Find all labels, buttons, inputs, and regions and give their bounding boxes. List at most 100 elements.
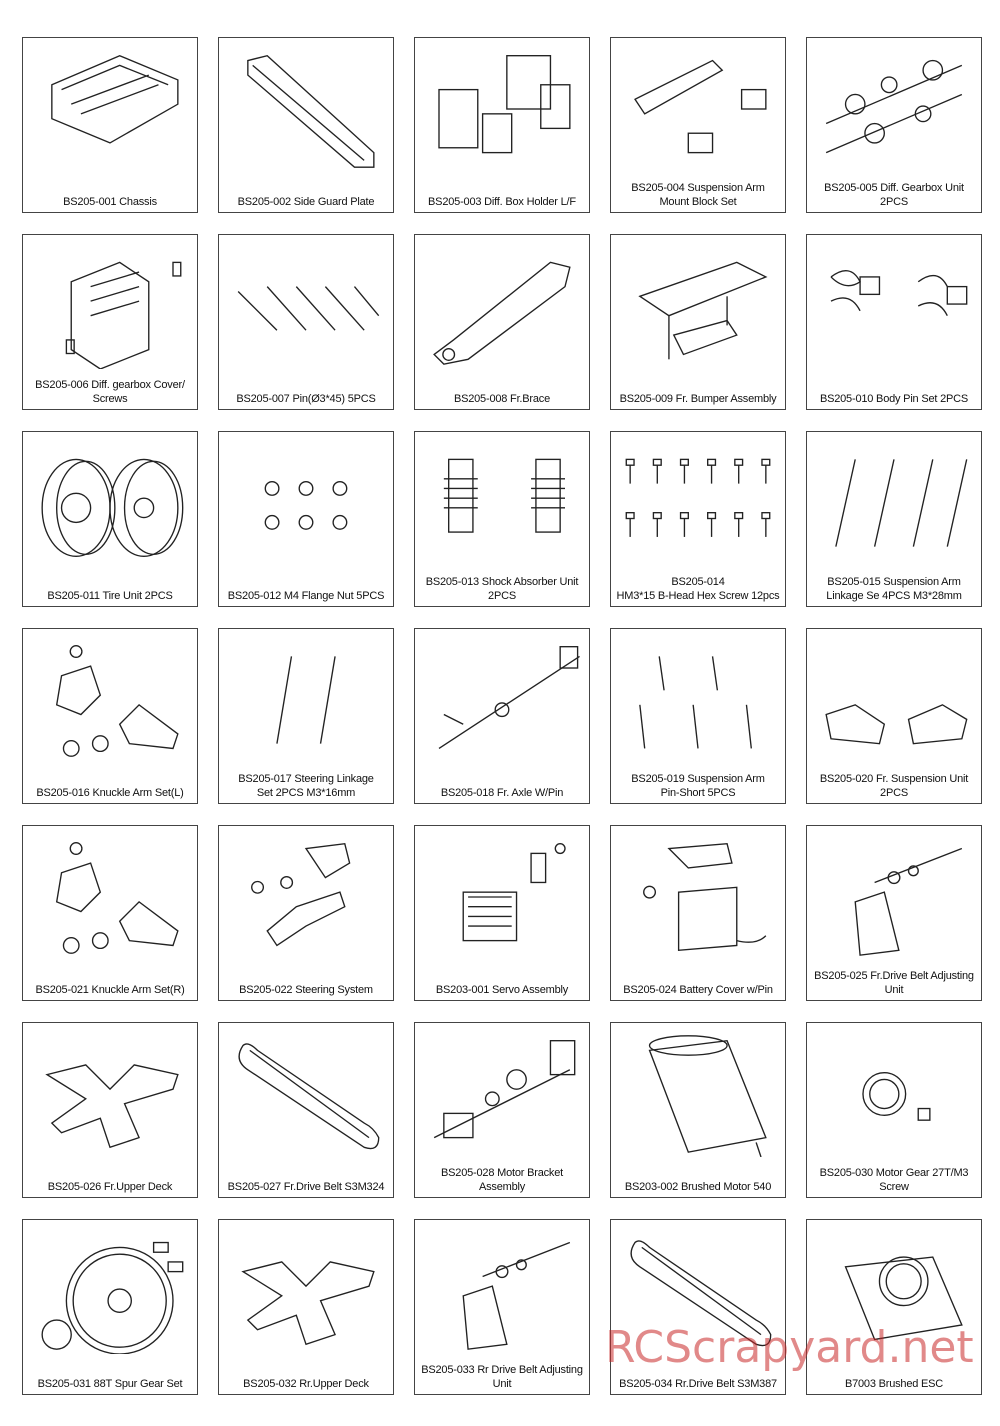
- esc-icon: [815, 1228, 973, 1354]
- part-cell: BS205-014 HM3*15 B-Head Hex Screw 12pcs: [610, 431, 786, 607]
- part-cell: BS205-018 Fr. Axle W/Pin: [414, 628, 590, 804]
- linkage-icon: [815, 440, 973, 566]
- part-caption: BS205-031 88T Spur Gear Set: [37, 1378, 183, 1390]
- part-caption: BS205-021 Knuckle Arm Set(R): [35, 984, 185, 996]
- battery-cover-icon: [619, 834, 777, 960]
- chassis-icon: [31, 46, 189, 172]
- part-cell: BS205-032 Rr.Upper Deck: [218, 1219, 394, 1395]
- part-cell: BS205-034 Rr.Drive Belt S3M387: [610, 1219, 786, 1395]
- part-caption: BS203-001 Servo Assembly: [435, 984, 569, 996]
- part-cell: BS203-002 Brushed Motor 540: [610, 1022, 786, 1198]
- part-cell: BS205-025 Fr.Drive Belt Adjusting Unit: [806, 825, 982, 1001]
- knuckle-arm-icon: [31, 637, 189, 763]
- part-cell: BS205-017 Steering Linkage Set 2PCS M3*1…: [218, 628, 394, 804]
- part-caption: BS205-024 Battery Cover w/Pin: [623, 984, 773, 996]
- part-caption: BS205-030 Motor Gear 27T/M3 Screw: [819, 1167, 969, 1193]
- part-cell: BS205-026 Fr.Upper Deck: [22, 1022, 198, 1198]
- part-cell: BS205-011 Tire Unit 2PCS: [22, 431, 198, 607]
- part-cell: BS205-022 Steering System: [218, 825, 394, 1001]
- part-cell: BS205-033 Rr Drive Belt Adjusting Unit: [414, 1219, 590, 1395]
- part-cell: BS205-006 Diff. gearbox Cover/ Screws: [22, 234, 198, 410]
- part-caption: BS205-022 Steering System: [239, 984, 373, 996]
- brace-icon: [423, 243, 581, 369]
- part-cell: BS205-012 M4 Flange Nut 5PCS: [218, 431, 394, 607]
- suspension-unit-icon: [815, 637, 973, 763]
- part-caption: BS205-020 Fr. Suspension Unit 2PCS: [819, 773, 969, 799]
- shock-absorber-icon: [423, 440, 581, 566]
- diff-box-holder-icon: [423, 46, 581, 172]
- part-cell: BS203-001 Servo Assembly: [414, 825, 590, 1001]
- part-cell: BS205-020 Fr. Suspension Unit 2PCS: [806, 628, 982, 804]
- part-cell: BS205-004 Suspension Arm Mount Block Set: [610, 37, 786, 213]
- part-caption: BS205-032 Rr.Upper Deck: [243, 1378, 369, 1390]
- steering-system-icon: [227, 834, 385, 960]
- tire-icon: [31, 440, 189, 566]
- part-cell: BS205-002 Side Guard Plate: [218, 37, 394, 213]
- part-caption: BS205-016 Knuckle Arm Set(L): [36, 787, 184, 799]
- part-caption: BS205-010 Body Pin Set 2PCS: [819, 393, 969, 405]
- upper-deck-icon: [31, 1031, 189, 1157]
- part-caption: BS205-006 Diff. gearbox Cover/ Screws: [35, 379, 185, 405]
- diff-gearbox-icon: [815, 46, 973, 172]
- part-cell: BS205-028 Motor Bracket Assembly: [414, 1022, 590, 1198]
- part-caption: BS205-033 Rr Drive Belt Adjusting Unit: [421, 1364, 583, 1390]
- part-caption: BS205-012 M4 Flange Nut 5PCS: [227, 590, 385, 602]
- drive-belt-icon: [619, 1228, 777, 1354]
- knuckle-arm-icon: [31, 834, 189, 960]
- part-cell: BS205-031 88T Spur Gear Set: [22, 1219, 198, 1395]
- motor-bracket-icon: [423, 1031, 581, 1157]
- part-caption: BS205-026 Fr.Upper Deck: [47, 1181, 173, 1193]
- steering-linkage-icon: [227, 637, 385, 763]
- part-cell: BS205-019 Suspension Arm Pin-Short 5PCS: [610, 628, 786, 804]
- part-cell: BS205-007 Pin(Ø3*45) 5PCS: [218, 234, 394, 410]
- part-cell: BS205-013 Shock Absorber Unit 2PCS: [414, 431, 590, 607]
- part-cell: BS205-005 Diff. Gearbox Unit 2PCS: [806, 37, 982, 213]
- part-cell: BS205-009 Fr. Bumper Assembly: [610, 234, 786, 410]
- axle-icon: [423, 637, 581, 763]
- spur-gear-icon: [31, 1228, 189, 1354]
- bumper-icon: [619, 243, 777, 369]
- part-caption: BS205-002 Side Guard Plate: [237, 196, 375, 208]
- part-caption: BS205-014 HM3*15 B-Head Hex Screw 12pcs: [616, 576, 780, 602]
- part-caption: BS205-018 Fr. Axle W/Pin: [440, 787, 564, 799]
- part-caption: BS205-025 Fr.Drive Belt Adjusting Unit: [814, 970, 974, 996]
- part-caption: BS205-034 Rr.Drive Belt S3M387: [619, 1378, 777, 1390]
- mount-block-icon: [619, 46, 777, 172]
- body-pin-icon: [815, 243, 973, 369]
- part-cell: B7003 Brushed ESC: [806, 1219, 982, 1395]
- part-caption: BS205-011 Tire Unit 2PCS: [47, 590, 173, 602]
- part-caption: BS205-019 Suspension Arm Pin-Short 5PCS: [631, 773, 765, 799]
- parts-grid: BS205-001 Chassis BS205-002 Side Guard Pl…: [22, 37, 982, 1395]
- part-caption: B7003 Brushed ESC: [844, 1378, 944, 1390]
- part-cell: BS205-010 Body Pin Set 2PCS: [806, 234, 982, 410]
- motor-gear-icon: [815, 1031, 973, 1157]
- part-caption: BS205-013 Shock Absorber Unit 2PCS: [425, 576, 579, 602]
- gearbox-cover-icon: [31, 243, 189, 369]
- part-cell: BS205-015 Suspension Arm Linkage Se 4PCS…: [806, 431, 982, 607]
- part-caption: BS205-005 Diff. Gearbox Unit 2PCS: [824, 182, 964, 208]
- belt-adjuster-icon: [423, 1228, 581, 1354]
- drive-belt-icon: [227, 1031, 385, 1157]
- part-cell: BS205-003 Diff. Box Holder L/F: [414, 37, 590, 213]
- part-caption: BS205-001 Chassis: [63, 196, 157, 208]
- part-caption: BS205-017 Steering Linkage Set 2PCS M3*1…: [238, 773, 374, 799]
- part-caption: BS205-008 Fr.Brace: [453, 393, 551, 405]
- part-caption: BS205-027 Fr.Drive Belt S3M324: [227, 1181, 385, 1193]
- upper-deck-icon: [227, 1228, 385, 1354]
- part-caption: BS203-002 Brushed Motor 540: [624, 1181, 772, 1193]
- part-cell: BS205-016 Knuckle Arm Set(L): [22, 628, 198, 804]
- part-caption: BS205-004 Suspension Arm Mount Block Set: [631, 182, 765, 208]
- part-cell: BS205-030 Motor Gear 27T/M3 Screw: [806, 1022, 982, 1198]
- hex-screw-icon: [619, 440, 777, 566]
- part-cell: BS205-024 Battery Cover w/Pin: [610, 825, 786, 1001]
- part-cell: BS205-001 Chassis: [22, 37, 198, 213]
- part-caption: BS205-028 Motor Bracket Assembly: [441, 1167, 563, 1193]
- belt-adjuster-icon: [815, 834, 973, 960]
- part-caption: BS205-015 Suspension Arm Linkage Se 4PCS…: [826, 576, 962, 602]
- part-cell: BS205-008 Fr.Brace: [414, 234, 590, 410]
- motor-icon: [619, 1031, 777, 1157]
- servo-icon: [423, 834, 581, 960]
- watermark: RCScrapyard.net: [605, 1322, 974, 1373]
- arm-pin-icon: [619, 637, 777, 763]
- part-caption: BS205-003 Diff. Box Holder L/F: [428, 196, 576, 208]
